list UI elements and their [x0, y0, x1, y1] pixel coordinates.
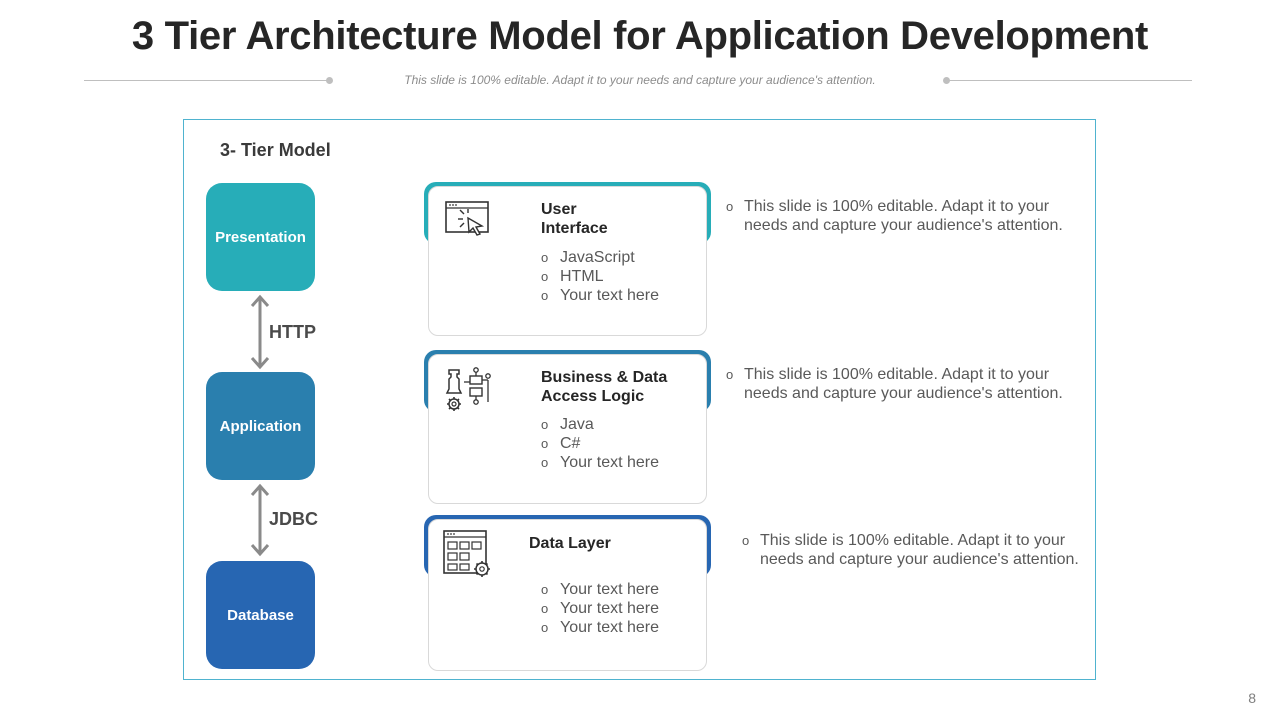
- card-note-text: This slide is 100% editable. Adapt it to…: [760, 532, 1079, 568]
- card-title-line: Access Logic: [541, 388, 645, 405]
- chess-flowchart-gear-icon: [445, 367, 491, 411]
- card-list: Java C# Your text here: [541, 415, 659, 472]
- page-number: 8: [1248, 690, 1256, 706]
- card-user-interface: User Interface JavaScript HTML Your text…: [424, 182, 711, 338]
- header-rule-left-dot: [326, 77, 333, 84]
- double-arrow-icon: [250, 294, 270, 370]
- card-title-line: Business & Data: [541, 369, 668, 386]
- list-item: Your text here: [541, 599, 659, 618]
- model-title: 3- Tier Model: [220, 140, 331, 160]
- tier-application: Application: [206, 372, 315, 480]
- list-item: JavaScript: [541, 248, 659, 267]
- card-note-text: This slide is 100% editable. Adapt it to…: [744, 198, 1063, 234]
- card-title: Business & Data Access Logic: [541, 368, 667, 406]
- list-item: Your text here: [541, 618, 659, 637]
- card-list: Your text here Your text here Your text …: [541, 580, 659, 637]
- card-business-logic: Business & Data Access Logic Java C# You…: [424, 350, 711, 506]
- double-arrow-icon: [250, 483, 270, 557]
- cursor-click-window-icon: [445, 201, 489, 236]
- list-item: Your text here: [541, 580, 659, 599]
- list-item: Java: [541, 415, 659, 434]
- slide-subtitle: This slide is 100% editable. Adapt it to…: [404, 73, 876, 87]
- list-item: C#: [541, 434, 659, 453]
- card-title-line: User: [541, 201, 577, 218]
- card-title: User Interface: [541, 200, 608, 238]
- list-item: Your text here: [541, 453, 659, 472]
- card-data-layer: Data Layer Your text here Your text here…: [424, 515, 711, 671]
- header-rule-right: [946, 80, 1192, 81]
- header-rule-left: [84, 80, 330, 81]
- card-list: JavaScript HTML Your text here: [541, 248, 659, 305]
- list-item: HTML: [541, 267, 659, 286]
- connector-http-label: HTTP: [269, 322, 316, 342]
- list-item: Your text here: [541, 286, 659, 305]
- card-title: Data Layer: [529, 534, 611, 553]
- connector-jdbc-label: JDBC: [269, 509, 319, 529]
- slide-title: 3 Tier Architecture Model for Applicatio…: [131, 14, 1149, 58]
- diagram-frame: [183, 119, 1096, 680]
- folders-window-gear-icon: [443, 530, 490, 577]
- tier-database: Database: [206, 561, 315, 669]
- card-title-line: Data Layer: [529, 535, 611, 552]
- card-title-line: Interface: [541, 220, 608, 237]
- tier-presentation: Presentation: [206, 183, 315, 291]
- card-note-text: This slide is 100% editable. Adapt it to…: [744, 366, 1063, 402]
